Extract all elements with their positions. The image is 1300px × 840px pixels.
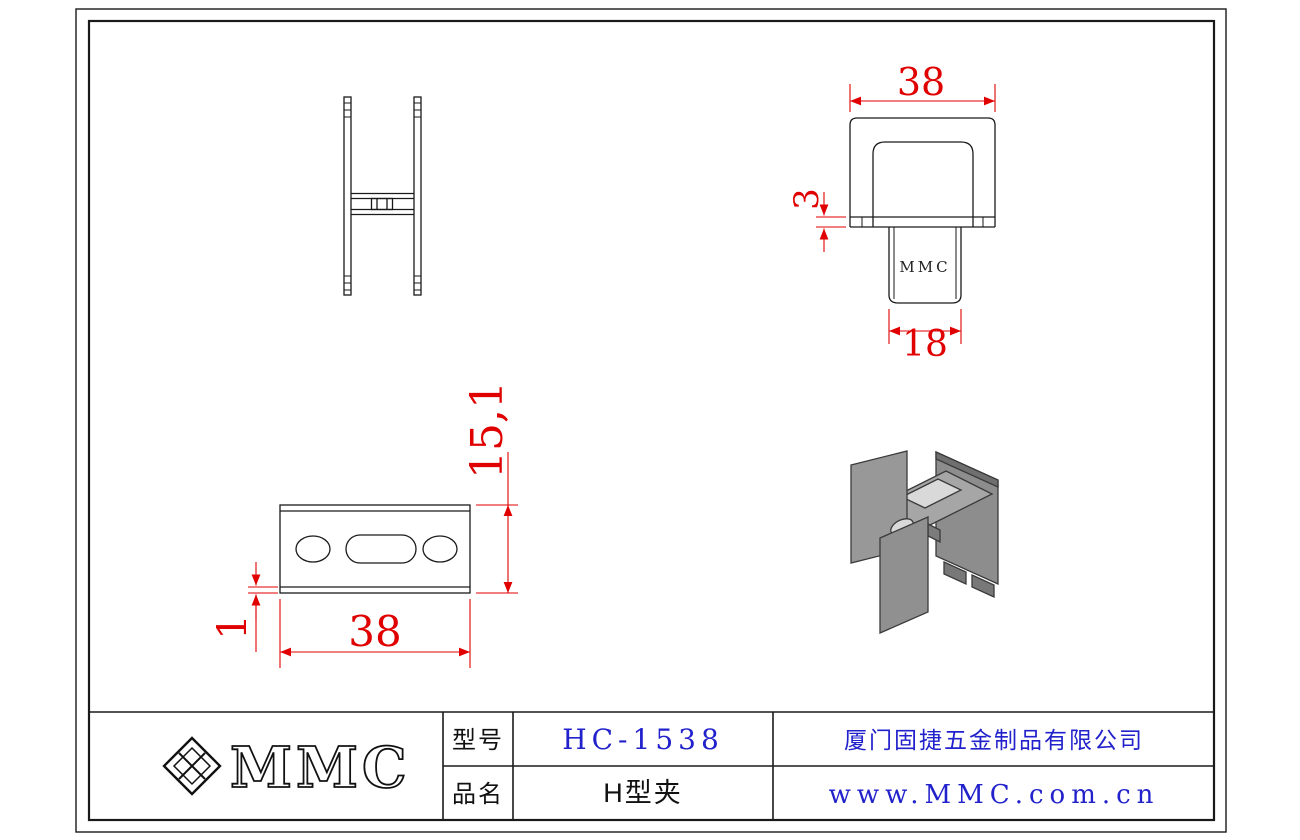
crossbar [351, 192, 414, 216]
iso-foot-right [971, 573, 995, 599]
dim-tab-width-label: 18 [902, 324, 948, 365]
iso-tab [879, 516, 929, 634]
product-label: 品名 [452, 781, 504, 808]
sheet-border [75, 8, 1227, 833]
front-view [343, 96, 422, 296]
dim-plate-width-label: 38 [348, 607, 401, 656]
iso-web-slot-hole [900, 478, 963, 509]
dim-base-thickness: 3 [787, 188, 846, 252]
dim-plate-thickness: 1 [210, 562, 278, 652]
mmc-stamp: MMC [899, 258, 950, 276]
dim-channel-width-label: 38 [897, 60, 945, 104]
dim-plate-depth: 15,1 [462, 381, 518, 594]
dim-tab-width: 18 [888, 309, 962, 365]
dim-base-thickness-label: 3 [787, 188, 827, 210]
dim-plate-thickness-label: 1 [210, 614, 256, 639]
dim-plate-depth-label: 15,1 [462, 381, 513, 479]
company-name: 厦门固捷五金制品有限公司 [844, 727, 1144, 753]
logo-inner-diamond-icon [172, 746, 212, 786]
iso-foot-left [943, 560, 967, 586]
serration-ticks [344, 102, 421, 291]
product-value: H型夹 [603, 778, 683, 808]
dim-channel-width: 38 [849, 60, 996, 112]
iso-right-wall-edge [935, 450, 999, 489]
website-url: www.MMC.com.cn [829, 780, 1160, 810]
model-value: HC-1538 [562, 723, 724, 756]
title-block: MMC 型号 HC-1538 厦门固捷五金制品有限公司 品名 H型夹 www.M… [89, 711, 1214, 820]
mmc-logo: MMC [162, 734, 411, 802]
side-view: MMC 38 3 18 [787, 60, 996, 365]
logo-x-stroke [178, 752, 206, 780]
top-view: 15,1 38 1 [210, 381, 518, 668]
dim-plate-width: 38 [279, 599, 471, 668]
logo-wordmark: MMC [230, 735, 411, 801]
model-label: 型号 [452, 727, 504, 754]
isometric-view [850, 450, 999, 634]
